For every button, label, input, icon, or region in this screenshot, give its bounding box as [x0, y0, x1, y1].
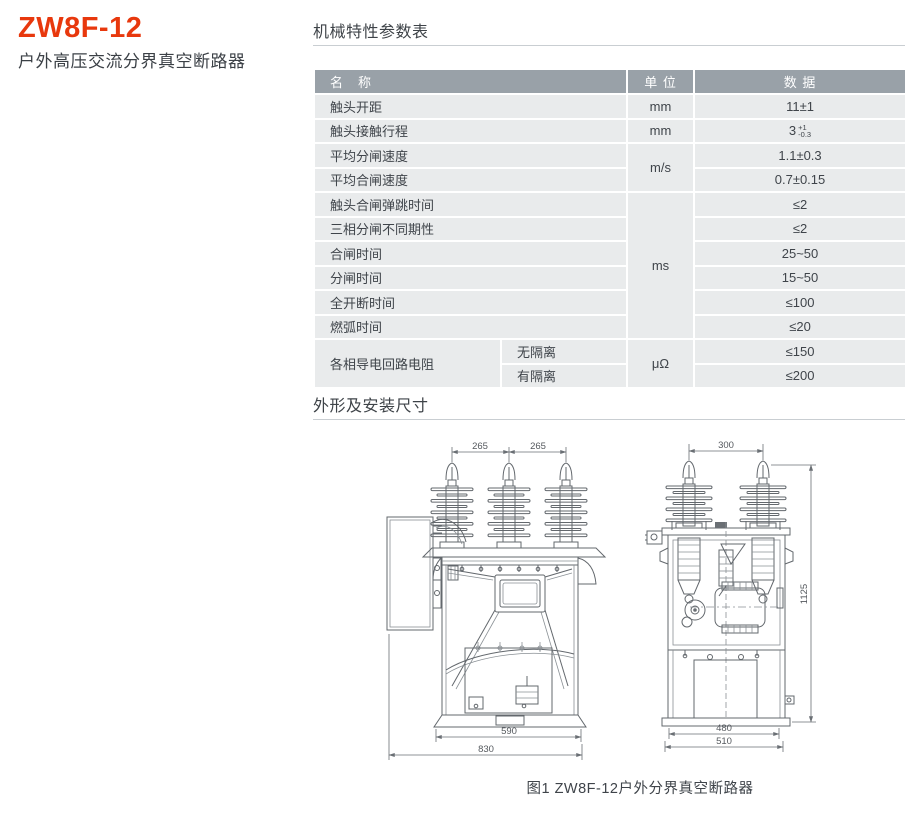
row-name: 各相导电回路电阻 — [313, 338, 502, 389]
row-name: 触头合闸弹跳时间 — [312, 191, 629, 218]
row-value: 3+1-0.3 — [693, 117, 908, 144]
row-value: ≤2 — [693, 191, 908, 218]
row-name: 平均分闸速度 — [312, 142, 629, 169]
front-view-svg: 265 265 — [386, 441, 607, 760]
mechanical-parameters-table: 名 称 单 位 数 据 触头开距 mm 11±1 触头接触行程 mm 3+1-0… — [312, 68, 908, 389]
table-row: 平均分闸速度 m/s 1.1±0.3 — [312, 142, 908, 193]
dim-830: 830 — [478, 744, 494, 755]
dim-265-left: 265 — [472, 441, 488, 452]
row-value: 25~50 — [693, 240, 908, 267]
side-view-svg: 300 1125 — [645, 440, 816, 752]
bushing-rear — [739, 460, 787, 530]
tank-top — [421, 547, 607, 585]
row-value: ≤20 — [693, 313, 908, 340]
table-row: 触头合闸弹跳时间 ms ≤2 — [312, 191, 908, 340]
front-view-drawing: 265 265 — [378, 438, 648, 768]
table-row: 分闸时间 15~50 — [312, 264, 908, 291]
col-header-data: 数 据 — [693, 68, 908, 95]
divider — [313, 45, 905, 46]
table-row: 三相分闸不同期性 ≤2 — [312, 215, 908, 242]
figure-caption: 图1 ZW8F-12户外分界真空断路器 — [526, 781, 754, 797]
table-row: 触头开距 mm 11±1 — [312, 93, 908, 120]
row-value: ≤2 — [693, 215, 908, 242]
side-bottom-dimensions: 480 510 — [664, 723, 784, 752]
bushing-left — [430, 462, 474, 549]
rail-bolts — [459, 565, 560, 572]
tank-lower — [433, 642, 587, 728]
row-name: 燃弧时间 — [312, 313, 629, 340]
dim-510: 510 — [716, 736, 732, 747]
dim-300: 300 — [718, 440, 734, 451]
tank-body — [441, 565, 579, 715]
col-header-unit: 单 位 — [626, 68, 696, 95]
product-model-title: ZW8F-12 — [18, 12, 143, 44]
row-name: 合闸时间 — [312, 240, 629, 267]
row-value: 11±1 — [693, 93, 908, 120]
row-unit: mm — [626, 93, 696, 120]
row-unit: μΩ — [626, 338, 696, 389]
table-row: 平均合闸速度 0.7±0.15 — [312, 166, 908, 193]
table-header-row: 名 称 单 位 数 据 — [312, 68, 908, 95]
side-top-dimension: 300 — [688, 440, 764, 460]
row-unit: m/s — [626, 142, 696, 193]
row-name: 三相分闸不同期性 — [312, 215, 629, 242]
bushing-right — [544, 462, 588, 549]
dim-265-right: 265 — [530, 441, 546, 452]
row-name: 分闸时间 — [312, 264, 629, 291]
row-name: 平均合闸速度 — [312, 166, 629, 193]
front-bottom-dimensions: 590 830 — [388, 634, 583, 760]
row-value: ≤200 — [693, 362, 908, 389]
mechanical-table-title: 机械特性参数表 — [313, 24, 429, 41]
table-row: 燃弧时间 ≤20 — [312, 313, 908, 340]
tolerance-stack: +1-0.3 — [798, 122, 812, 139]
bushing-front — [665, 460, 713, 530]
table-row: 触头接触行程 mm 3+1-0.3 — [312, 117, 908, 144]
side-lower — [661, 650, 795, 727]
side-height-dimension: 1125 — [771, 464, 816, 723]
row-unit: ms — [626, 191, 696, 340]
row-name: 触头开距 — [312, 93, 629, 120]
row-value: 0.7±0.15 — [693, 166, 908, 193]
bushing-middle — [487, 462, 531, 549]
row-value: ≤100 — [693, 289, 908, 316]
dim-480: 480 — [716, 723, 732, 734]
dim-1125: 1125 — [799, 584, 810, 604]
col-header-name: 名 称 — [312, 68, 629, 95]
dimensions-section-title: 外形及安装尺寸 — [313, 398, 429, 415]
dim-590: 590 — [501, 726, 517, 737]
divider — [313, 419, 905, 420]
side-mechanism — [677, 522, 778, 720]
product-name: 户外高压交流分界真空断路器 — [18, 52, 246, 71]
front-top-dimension: 265 265 — [451, 441, 567, 462]
row-value: 15~50 — [693, 264, 908, 291]
row-unit: mm — [626, 117, 696, 144]
row-name: 触头接触行程 — [312, 117, 629, 144]
row-subname: 无隔离 — [499, 338, 629, 365]
table-row: 有隔离 ≤200 — [314, 362, 908, 389]
side-view-drawing: 300 1125 — [645, 438, 825, 768]
row-name: 全开断时间 — [312, 289, 629, 316]
row-subname: 有隔离 — [499, 362, 629, 389]
table-row: 合闸时间 25~50 — [312, 240, 908, 267]
row-value: 1.1±0.3 — [693, 142, 908, 169]
table-row: 各相导电回路电阻 无隔离 μΩ ≤150 — [313, 338, 908, 389]
table-row: 全开断时间 ≤100 — [312, 289, 908, 316]
control-box — [386, 516, 467, 631]
row-value: ≤150 — [693, 338, 908, 365]
